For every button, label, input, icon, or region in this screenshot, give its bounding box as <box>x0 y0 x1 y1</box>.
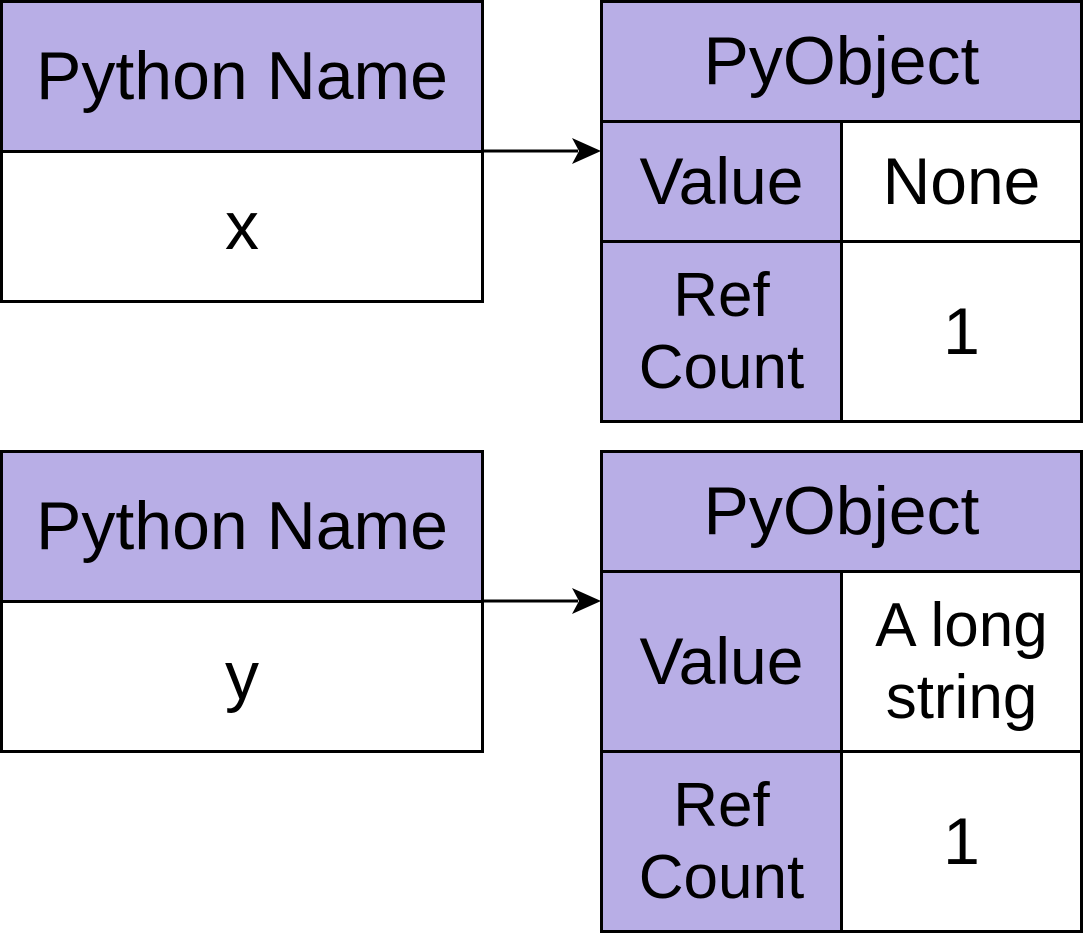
refcount-value-2: 1 <box>840 750 1083 933</box>
refcount-label-1: Ref Count <box>600 240 843 423</box>
python-name-header-x: Python Name <box>0 0 484 153</box>
refcount-label-2: Ref Count <box>600 750 843 933</box>
pyobject-header-1: PyObject <box>600 0 1083 123</box>
python-name-value-y: y <box>0 600 484 753</box>
value-cell-1: None <box>840 120 1083 243</box>
value-label-2: Value <box>600 570 843 753</box>
refcount-value-1: 1 <box>840 240 1083 423</box>
python-name-value-x: x <box>0 150 484 303</box>
pyobject-header-2: PyObject <box>600 450 1083 573</box>
arrow-y-to-pyobject <box>484 588 601 614</box>
python-name-header-y: Python Name <box>0 450 484 603</box>
arrow-x-to-pyobject <box>484 138 601 164</box>
value-label-1: Value <box>600 120 843 243</box>
